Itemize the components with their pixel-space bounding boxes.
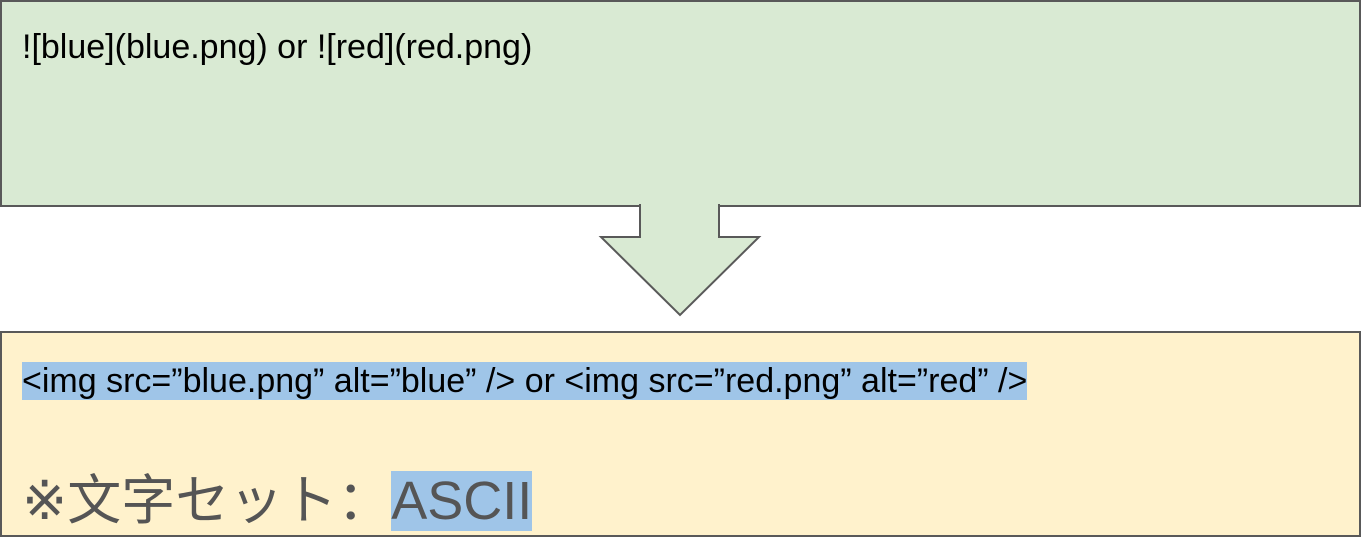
input-markdown-text: ![blue](blue.png) or ![red](red.png) (22, 28, 533, 66)
charset-value: ASCII (391, 471, 533, 531)
charset-label: ※文字セット： (22, 469, 392, 532)
charset-note: ※文字セット：ASCII (22, 469, 533, 532)
output-html-highlight: <img src=”blue.png” alt=”blue” /> or <im… (22, 362, 1028, 400)
down-arrow-icon (598, 204, 762, 317)
input-box-shape (0, 0, 1361, 207)
output-html-text: <img src=”blue.png” alt=”blue” /> or <im… (22, 361, 1028, 401)
